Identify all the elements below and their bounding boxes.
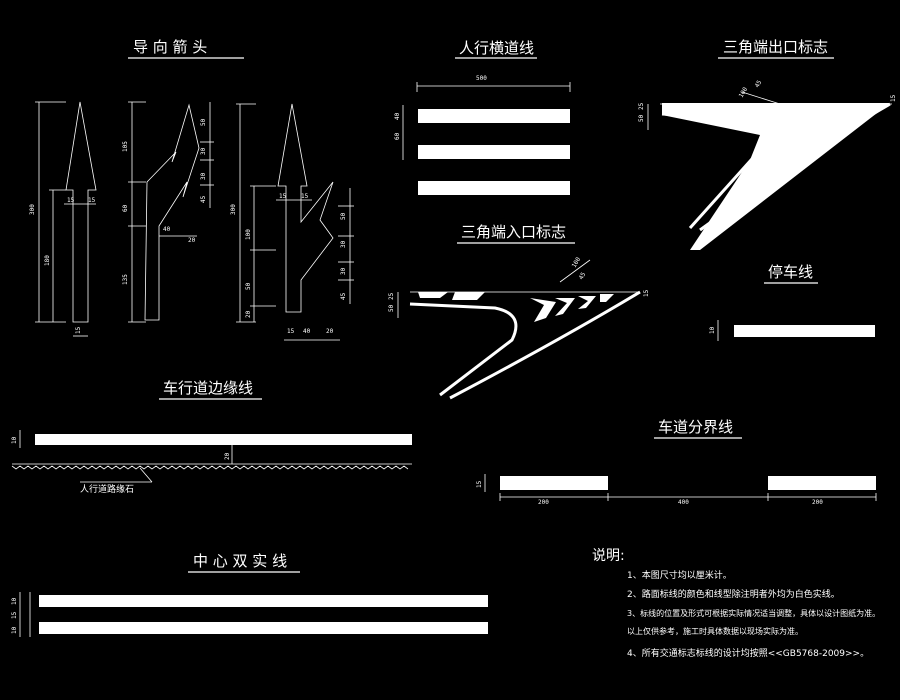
center-line-bottom: [39, 622, 488, 634]
dim-arrow-shaft: 180: [44, 255, 51, 266]
stop-line-title: 停车线: [768, 263, 813, 281]
dim-entry-100: 100: [571, 256, 583, 269]
dim-arrow-w1: 15: [67, 197, 75, 204]
dim-entry-25: 25: [388, 292, 395, 300]
note-2: 2、路面标线的颜色和线型除注明者外均为白色实线。: [627, 588, 840, 600]
note-1: 1、本图尺寸均以厘米计。: [627, 569, 732, 581]
dim-comb-bot-20: 20: [326, 328, 334, 335]
dim-comb-45r: 45: [340, 292, 347, 300]
dim-comb-50r: 50: [340, 212, 347, 220]
dim-arrow-total: 300: [29, 204, 36, 215]
edge-line-title: 车行道边缘线: [163, 379, 253, 397]
dim-center-10a: 10: [11, 597, 18, 605]
dim-entry-tip: 15: [643, 289, 650, 297]
dim-cw-500: 500: [476, 75, 487, 82]
dim-turn-105: 105: [122, 141, 129, 152]
dim-turn-20: 20: [188, 237, 196, 244]
dim-stop-10: 10: [709, 326, 716, 334]
dim-lane-15: 15: [476, 480, 483, 488]
entry-mark-title: 三角端入口标志: [461, 223, 566, 241]
dim-entry-45: 45: [578, 271, 588, 281]
dim-entry-50: 50: [388, 304, 395, 312]
guide-arrow-title: 导 向 箭 头: [133, 38, 207, 56]
dim-cw-60: 60: [394, 132, 401, 140]
curb-label: 人行道路缘石: [80, 483, 134, 495]
dim-turn-60: 60: [122, 204, 129, 212]
dim-lane-400: 400: [678, 499, 689, 506]
dim-cw-40: 40: [394, 112, 401, 120]
dim-exit-50: 50: [638, 114, 645, 122]
dim-comb-15a: 15: [279, 193, 287, 200]
note-3: 3、标线的位置及形式可根据实际情况适当调整，具体以设计图纸为准。: [627, 608, 880, 618]
stop-line-bar: [734, 325, 875, 337]
dim-turn-50: 50: [200, 118, 207, 126]
dim-comb-bot-15: 15: [287, 328, 295, 335]
dim-comb-bot-40: 40: [303, 328, 311, 335]
edge-line-bar: [35, 434, 412, 445]
dim-exit-tip: 15: [890, 94, 897, 102]
dim-center-10b: 10: [11, 626, 18, 634]
dim-lane-200b: 200: [812, 499, 823, 506]
dim-edge-20: 20: [224, 452, 231, 460]
dim-exit-100: 100: [738, 86, 750, 99]
dim-turn-45: 45: [200, 195, 207, 203]
exit-mark-title: 三角端出口标志: [723, 38, 828, 56]
dim-comb-50: 50: [245, 282, 252, 290]
dim-comb-20: 20: [245, 310, 252, 318]
entry-triangle-mark: 50 25 100 45 15: [388, 256, 650, 400]
turn-arrow: 105 60 135 40 20 50 30 30 45: [122, 101, 214, 323]
center-line-top: [39, 595, 488, 607]
exit-triangle-mark: 50 25 100 45 15: [638, 79, 897, 250]
center-line-title: 中 心 双 实 线: [193, 552, 287, 570]
dim-turn-135: 135: [122, 274, 129, 285]
crosswalk-title: 人行横道线: [459, 39, 534, 57]
dim-edge-10: 10: [11, 436, 18, 444]
dim-comb-100: 100: [245, 229, 252, 240]
crosswalk-stripes: 500 40 60: [394, 75, 571, 195]
dim-comb-30r: 30: [340, 240, 347, 248]
lane-dash-right: [768, 476, 876, 490]
dim-comb-300: 300: [230, 204, 237, 215]
dim-turn-30: 30: [200, 147, 207, 155]
dim-center-15: 15: [11, 611, 18, 619]
note-3-cont: 以上仅供参考，施工时具体数据以现场实际为准。: [627, 626, 803, 636]
lane-line-title: 车道分界线: [658, 418, 733, 436]
dim-turn-40: 40: [163, 226, 171, 233]
notes-heading: 说明:: [592, 548, 625, 564]
dim-arrow-base: 15: [75, 326, 82, 334]
dim-exit-45: 45: [754, 79, 764, 89]
dim-arrow-w2: 15: [88, 197, 96, 204]
dim-comb-15b: 15: [301, 193, 309, 200]
dim-turn-30b: 30: [200, 172, 207, 180]
lane-dash-left: [500, 476, 608, 490]
straight-arrow: 300 180 15 15 15: [29, 101, 97, 337]
note-4: 4、所有交通标志标线的设计均按照<<GB5768-2009>>。: [627, 647, 869, 659]
dim-exit-25: 25: [638, 102, 645, 110]
combined-arrow: 300 100 50 20 15 15 50 30 30 45 15 40 20: [230, 103, 354, 341]
dim-lane-200a: 200: [538, 499, 549, 506]
dim-comb-30r2: 30: [340, 267, 347, 275]
